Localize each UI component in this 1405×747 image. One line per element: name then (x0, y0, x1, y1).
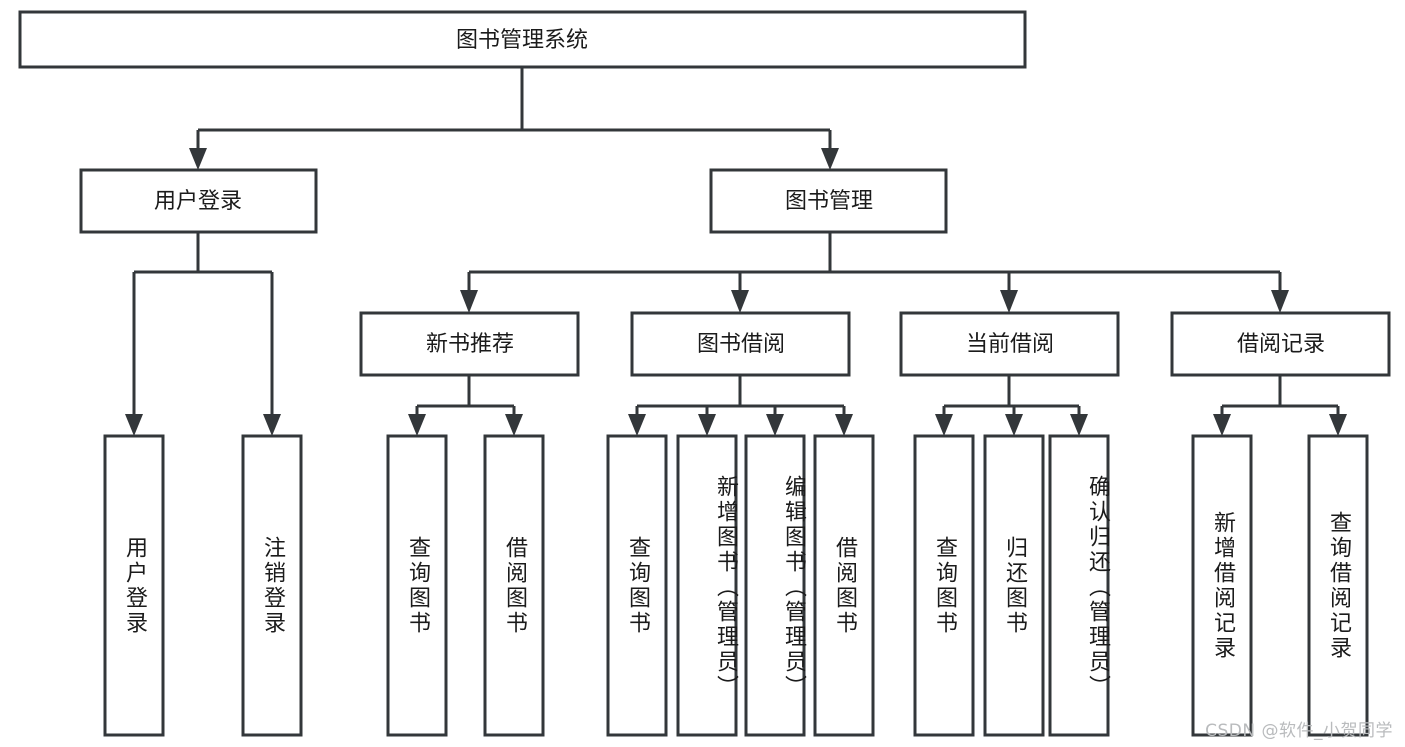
node-book-borrow-label: 图书借阅 (697, 332, 785, 357)
arrow-book-mgmt-to-borrow-record (1271, 290, 1289, 313)
leaf-box-current-borrow-2[interactable] (983, 434, 1045, 737)
arrow-current-borrow-leaf-3 (1070, 414, 1088, 436)
node-book-borrow[interactable]: 图书借阅 (630, 311, 851, 377)
node-root-box[interactable] (18, 10, 1027, 69)
arrow-book-mgmt-to-new-book (460, 290, 478, 313)
arrow-new-book-leaf-2 (505, 414, 523, 436)
node-borrow-record-box[interactable] (1170, 311, 1391, 377)
node-new-book-recommend-box[interactable] (359, 311, 580, 377)
node-book-borrow-box[interactable] (630, 311, 851, 377)
arrow-current-borrow-leaf-1 (935, 414, 953, 436)
node-user-login-label: 用户登录 (154, 189, 242, 214)
leaf-box-borrow-record-2[interactable] (1307, 434, 1369, 737)
node-borrow-record[interactable]: 借阅记录 (1170, 311, 1391, 377)
node-book-management-box[interactable] (709, 168, 948, 234)
node-book-management[interactable]: 图书管理 (709, 168, 948, 234)
leaf-box-book-borrow-2[interactable] (676, 434, 738, 737)
leaf-box-user-login-2[interactable] (241, 434, 303, 737)
leaf-box-book-borrow-3[interactable] (744, 434, 806, 737)
node-borrow-record-label: 借阅记录 (1237, 332, 1325, 357)
arrow-root-to-book-mgmt (821, 148, 839, 170)
node-current-borrow-box[interactable] (899, 311, 1120, 377)
arrow-borrow-record-leaf-1 (1213, 414, 1231, 436)
node-new-book-recommend[interactable]: 新书推荐 (359, 311, 580, 377)
leaf-box-new-book-1[interactable] (386, 434, 448, 737)
node-root-label: 图书管理系统 (456, 28, 588, 53)
connectors (125, 67, 1347, 436)
node-book-management-label: 图书管理 (785, 189, 873, 214)
arrow-new-book-leaf-1 (408, 414, 426, 436)
arrow-current-borrow-leaf-2 (1005, 414, 1023, 436)
arrow-book-borrow-leaf-4 (835, 414, 853, 436)
node-user-login[interactable]: 用户登录 (79, 168, 318, 234)
watermark: CSDN @软件_小贺同学 (1205, 721, 1393, 741)
leaf-box-user-login-1[interactable] (103, 434, 165, 737)
node-current-borrow[interactable]: 当前借阅 (899, 311, 1120, 377)
arrow-book-borrow-leaf-2 (698, 414, 716, 436)
arrow-book-borrow-leaf-3 (766, 414, 784, 436)
arrow-user-login-leaf-2 (263, 414, 281, 436)
node-current-borrow-label: 当前借阅 (966, 332, 1054, 357)
leaf-box-book-borrow-4[interactable] (813, 434, 875, 737)
leaf-box-current-borrow-1[interactable] (913, 434, 975, 737)
arrow-book-mgmt-to-current-borrow (1000, 290, 1018, 313)
leaf-box-book-borrow-1[interactable] (606, 434, 668, 737)
node-user-login-box[interactable] (79, 168, 318, 234)
leaf-box-current-borrow-3[interactable] (1048, 434, 1110, 737)
arrow-root-to-user-login (189, 148, 207, 170)
arrow-borrow-record-leaf-2 (1329, 414, 1347, 436)
leaf-box-borrow-record-1[interactable] (1191, 434, 1253, 737)
node-root[interactable]: 图书管理系统 (18, 10, 1027, 69)
arrow-book-borrow-leaf-1 (628, 414, 646, 436)
arrow-user-login-leaf-1 (125, 414, 143, 436)
leaf-box-new-book-2[interactable] (483, 434, 545, 737)
arrow-book-mgmt-to-book-borrow (731, 290, 749, 313)
node-new-book-recommend-label: 新书推荐 (426, 332, 514, 357)
